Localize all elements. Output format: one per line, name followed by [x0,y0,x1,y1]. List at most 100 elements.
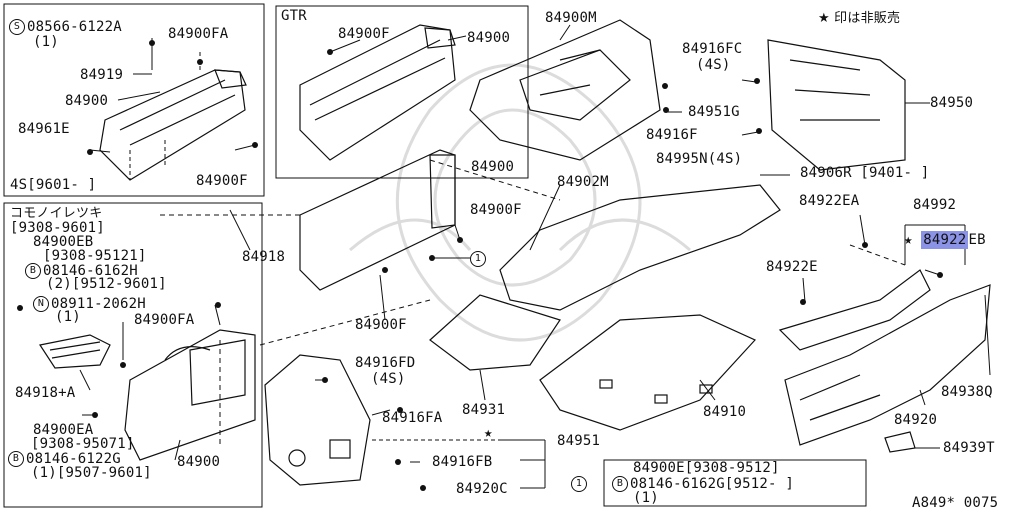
callout-84902m[interactable]: 84902M [557,174,609,190]
date-range: [9308-95121] [43,248,147,264]
circle-b-marker: B [25,263,41,279]
callout-84938q[interactable]: 84938Q [941,384,993,400]
fasteners [17,40,943,491]
part-number: 08146-6122G [26,451,121,467]
legend-frame [603,459,867,507]
part-84951-side [264,354,371,486]
qty-4s: (4S) [696,57,731,73]
callout-84916fa[interactable]: 84916FA [382,410,443,426]
variant-note: 4S[9601- ] [10,177,97,193]
part-84920-panel [784,284,991,446]
circle-s-marker: S [9,19,25,35]
callout-84916fd[interactable]: 84916FD [355,355,416,371]
part-number: 08146-6162H [43,263,138,279]
not-sold-note: ★ 印は非販売 [818,11,901,26]
circle-b-marker: B [8,451,24,467]
callout-84992[interactable]: 84992 [913,197,957,213]
callout-84918[interactable]: 84918 [242,249,286,265]
gtr-title: GTR [281,8,307,24]
callout-84916f[interactable]: 84916F [646,127,698,143]
qty-note: (2)[9512-9601] [46,276,167,292]
callout-84920[interactable]: 84920 [894,412,938,428]
part-84900-gtr [299,24,456,161]
legend-circle-1: 1 [571,476,589,492]
watermark-logo [349,63,691,342]
part-84910-floor [539,314,757,431]
part-number: 08566-6122A [27,19,122,35]
callout-84900-center[interactable]: 84900 [471,159,515,175]
frame-bottom-left [3,202,263,508]
callout-84922ea[interactable]: 84922EA [799,193,860,209]
qty-note: (1)[9507-9601] [31,465,152,481]
frame-gtr [275,5,529,179]
callout-84900f-lower[interactable]: 84900F [355,317,407,333]
callout-84916fb[interactable]: 84916FB [432,454,493,470]
part-84950-liner [767,39,906,171]
circle-1: 1 [571,476,587,492]
part-84900-box2 [124,329,256,461]
callout-84920c[interactable]: 84920C [456,481,508,497]
part-number: 08911-2062H [51,296,146,312]
callout-84950[interactable]: 84950 [930,95,974,111]
callout-84922e[interactable]: 84922E [766,259,818,275]
highlighted-part-number: 84922 [921,231,969,249]
part-84931-board [429,294,561,371]
box2-title: コモノイレツキ [10,206,103,221]
circle-1: 1 [470,251,486,267]
qty-note: (1) [55,309,81,325]
callout-84900-gtr[interactable]: 84900 [467,30,511,46]
star-marker-84951: ★ [484,425,493,441]
legend-84900e[interactable]: 84900E[9308-9512] [633,460,780,476]
callout-84951[interactable]: 84951 [557,433,601,449]
part-84900m-tray [469,19,661,161]
callout-84910[interactable]: 84910 [703,404,747,420]
callout-84900ea[interactable]: 84900EA [33,422,94,438]
diagram-reference-code: A849* 0075 [912,495,999,511]
callout-84900f-center[interactable]: 84900F [470,202,522,218]
callout-84918a[interactable]: 84918+A [15,385,76,401]
part-84922e-trim [778,269,931,351]
callout-84900-box2[interactable]: 84900 [177,454,221,470]
qty-note: (1) [33,34,59,50]
part-number: 08146-6162G[9512- ] [630,476,794,492]
callout-84906r[interactable]: 84906R [9401- ] [800,165,930,181]
circle-n-marker: N [33,296,49,312]
part-84902m-mat [499,184,781,311]
callout-84939t[interactable]: 84939T [943,440,995,456]
callout-84900[interactable]: 84900 [65,93,109,109]
date-range: [9308-9601] [10,220,105,236]
part-suffix: EB [968,232,986,248]
star-marker: ★ [904,232,913,248]
qty-note: (1) [633,490,659,506]
part-84900-box1 [99,69,247,181]
callout-84900fa[interactable]: 84900FA [168,26,229,42]
callout-84916fc[interactable]: 84916FC [682,41,743,57]
leaders-box1 [89,38,256,180]
callout-84951g[interactable]: 84951G [688,104,740,120]
dashed-guides [160,159,906,445]
part-84918a [39,334,111,369]
circle-1-marker-center: 1 [470,251,488,267]
callout-84995n[interactable]: 84995N(4S) [656,151,743,167]
callout-84900eb[interactable]: 84900EB [33,234,94,250]
circle-b-marker: B [612,476,628,492]
callout-84900m[interactable]: 84900M [545,10,597,26]
frame-top-left [3,3,265,197]
part-84900-center [299,149,456,291]
callout-84931[interactable]: 84931 [462,402,506,418]
date-range: [9308-95071] [31,436,135,452]
callout-84919[interactable]: 84919 [80,67,124,83]
callout-84900f[interactable]: 84900F [196,173,248,189]
qty-4s: (4S) [371,371,406,387]
callout-84900f-gtr[interactable]: 84900F [338,26,390,42]
callout-84900fa-box2[interactable]: 84900FA [134,312,195,328]
callout-84961e[interactable]: 84961E [18,121,70,137]
part-84939t-bracket [884,431,916,453]
